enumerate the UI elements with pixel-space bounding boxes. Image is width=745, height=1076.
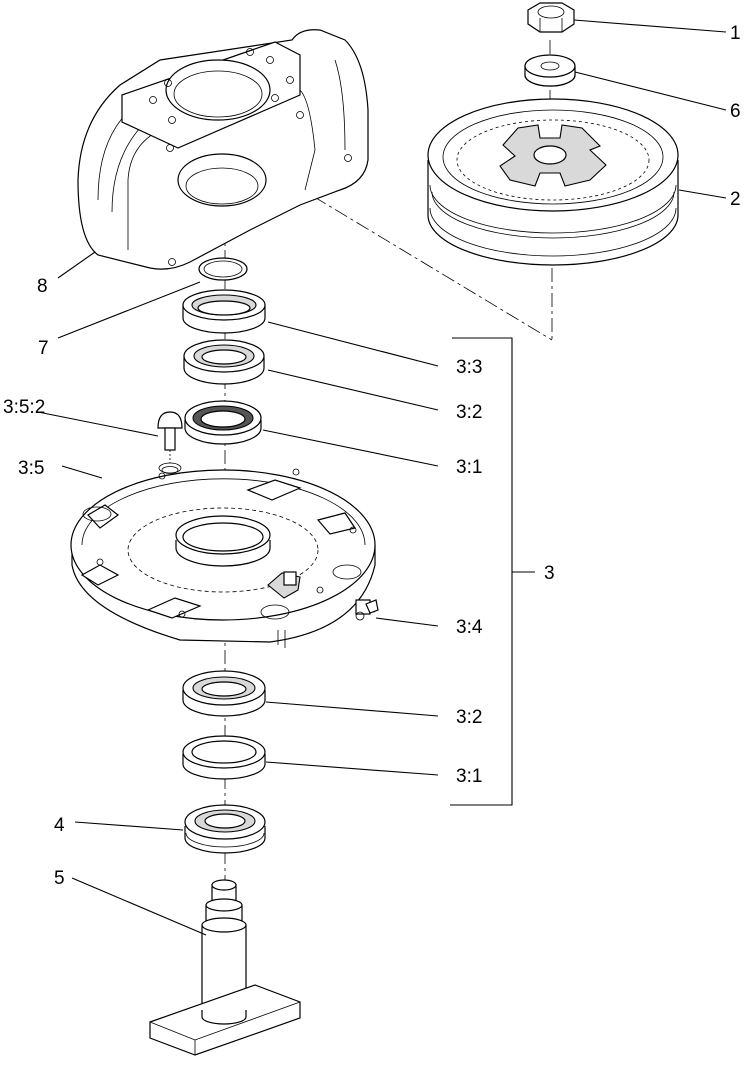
grease-fitting-part-3-4	[355, 599, 379, 621]
callout-3-3: 3:3	[456, 357, 482, 378]
spindle-housing-part-3-5	[70, 466, 376, 648]
callout-3-2-lower: 3:2	[456, 707, 482, 728]
callout-3: 3	[544, 563, 555, 584]
bearing-part-3-2-lower	[182, 670, 266, 717]
pulley-part-2	[427, 98, 679, 266]
spindle-part-5	[149, 879, 301, 1056]
callout-3-1-upper: 3:1	[456, 457, 482, 478]
callout-6: 6	[730, 101, 741, 122]
pin-part-3-5-2	[157, 411, 183, 474]
callout-3-5: 3:5	[18, 458, 44, 479]
seal-part-4	[184, 804, 266, 854]
callout-3-2-upper: 3:2	[456, 402, 482, 423]
callout-3-1-lower: 3:1	[456, 766, 482, 787]
callout-1: 1	[730, 23, 741, 44]
callout-3-5-2: 3:5:2	[3, 397, 45, 418]
bearing-cup-part-3-1-upper	[184, 400, 262, 445]
callout-4: 4	[54, 815, 65, 836]
leader-lines	[37, 19, 727, 936]
o-ring-part-7	[198, 257, 248, 281]
washer-part-6	[524, 54, 576, 87]
nut-part-1	[527, 2, 575, 33]
callout-3-4: 3:4	[456, 617, 483, 638]
callout-7: 7	[38, 338, 49, 359]
housing-part-8	[77, 29, 369, 270]
seal-part-3-3	[182, 289, 266, 334]
bearing-part-3-2-upper	[183, 339, 265, 385]
group-3-bracket	[450, 337, 535, 806]
bearing-cup-part-3-1-lower	[182, 735, 266, 780]
callout-5: 5	[54, 868, 65, 889]
callout-2: 2	[730, 189, 741, 210]
callout-labels: 1 6 2 8 7 3:3 3:2 3:5:2 3:1 3:5 3 3:4 3:…	[3, 23, 741, 889]
callout-8: 8	[37, 276, 48, 297]
